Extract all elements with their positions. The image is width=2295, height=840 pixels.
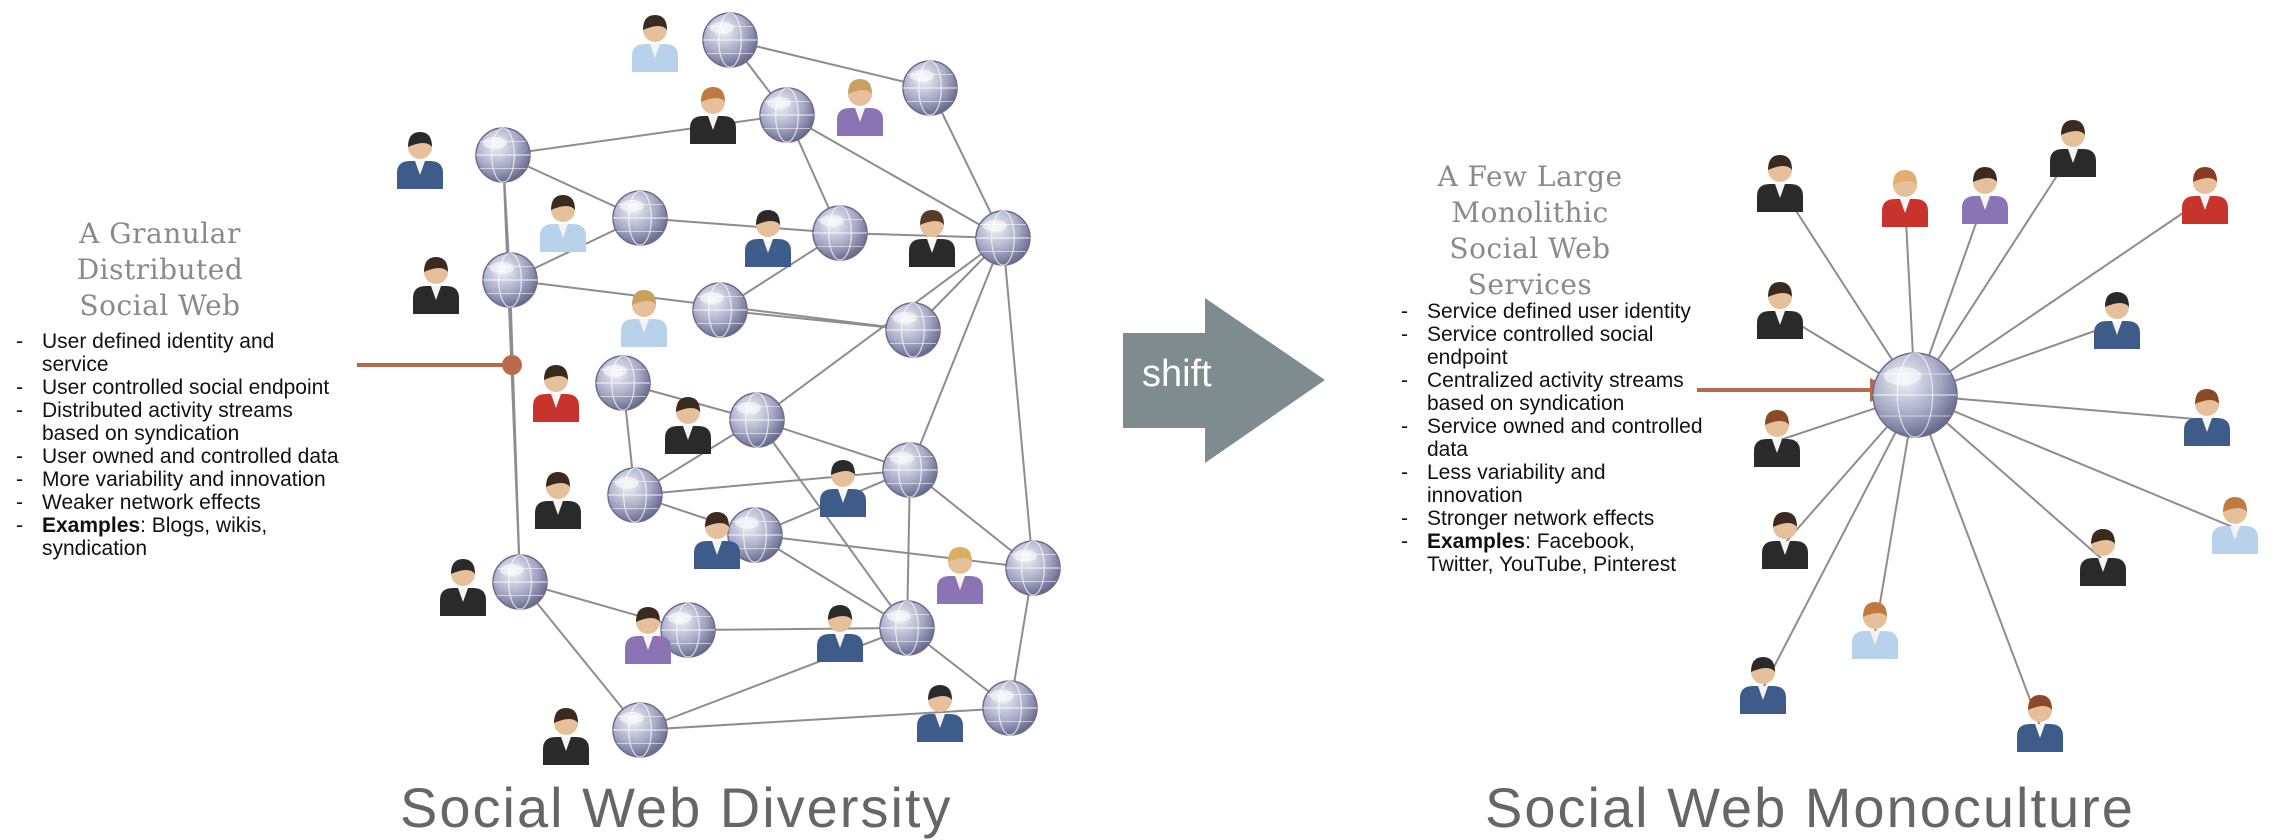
- right-bullet-item: Less variability and innovation: [1395, 461, 1705, 507]
- globe-icon: [902, 60, 958, 116]
- person-icon: [817, 605, 863, 662]
- person-icon: [665, 397, 711, 454]
- globe-icon: [975, 210, 1031, 266]
- person-icon: [937, 547, 983, 604]
- globe-icon: [492, 554, 548, 610]
- right-bullet-item: Service controlled social endpoint: [1395, 323, 1705, 369]
- globe-icon: [882, 442, 938, 498]
- left-heading-line: Distributed: [76, 253, 244, 286]
- left-heading: A Granular Distributed Social Web: [40, 216, 280, 324]
- person-icon: [909, 210, 955, 267]
- network-nodes: [475, 12, 1958, 758]
- globe-icon: [1872, 352, 1958, 438]
- person-icon: [917, 685, 963, 742]
- right-bullet-item: Examples: Facebook, Twitter, YouTube, Pi…: [1395, 530, 1705, 576]
- right-bullet-item: Stronger network effects: [1395, 507, 1705, 530]
- people-icons: [397, 15, 2258, 765]
- person-icon: [2182, 167, 2228, 224]
- globe-icon: [482, 252, 538, 308]
- person-icon: [2080, 529, 2126, 586]
- globe-icon: [612, 702, 668, 758]
- left-heading-line: Social Web: [79, 289, 241, 322]
- globe-icon: [879, 600, 935, 656]
- globe-icon: [885, 302, 941, 358]
- person-icon: [690, 87, 736, 144]
- person-icon: [413, 257, 459, 314]
- shift-label: shift: [1142, 353, 1212, 395]
- person-icon: [533, 365, 579, 422]
- globe-icon: [812, 205, 868, 261]
- person-icon: [1762, 512, 1808, 569]
- person-icon: [1754, 410, 1800, 467]
- person-icon: [632, 15, 678, 72]
- person-icon: [397, 132, 443, 189]
- globe-icon: [982, 680, 1038, 736]
- globe-icon: [702, 12, 758, 68]
- caption-social-web-diversity: Social Web Diversity: [400, 776, 953, 839]
- globe-icon: [475, 127, 531, 183]
- right-heading: A Few Large Monolithic Social Web Servic…: [1385, 159, 1675, 303]
- globe-icon: [607, 467, 663, 523]
- globe-icon: [595, 355, 651, 411]
- person-icon: [694, 512, 740, 569]
- person-icon: [440, 559, 486, 616]
- shift-arrow: [1123, 298, 1325, 463]
- left-bullet-item: User controlled social endpoint: [10, 376, 340, 399]
- globe-icon: [1005, 540, 1061, 596]
- person-icon: [540, 195, 586, 252]
- left-bullet-item: User defined identity and service: [10, 330, 340, 376]
- person-icon: [2184, 389, 2230, 446]
- right-heading-line: A Few Large: [1437, 160, 1623, 193]
- globe-icon: [660, 602, 716, 658]
- person-icon: [1757, 155, 1803, 212]
- globe-icon: [759, 87, 815, 143]
- person-icon: [543, 708, 589, 765]
- right-heading-line: Services: [1467, 268, 1593, 301]
- person-icon: [625, 607, 671, 664]
- network-links: [502, 39, 1034, 731]
- caption-social-web-monoculture: Social Web Monoculture: [1485, 776, 2135, 839]
- left-bullet-item: User owned and controlled data: [10, 445, 340, 468]
- left-bullet-item: More variability and innovation: [10, 468, 340, 491]
- person-icon: [1757, 282, 1803, 339]
- right-bullet-item: Service defined user identity: [1395, 300, 1705, 323]
- globe-icon: [612, 190, 668, 246]
- right-heading-line: Social Web: [1449, 232, 1611, 265]
- person-icon: [1852, 602, 1898, 659]
- person-icon: [820, 460, 866, 517]
- globe-icon: [727, 507, 783, 563]
- person-icon: [621, 290, 667, 347]
- left-bullet-item: Examples: Blogs, wikis, syndication: [10, 514, 340, 560]
- person-icon: [837, 79, 883, 136]
- left-bullet-list: User defined identity and service User c…: [10, 330, 340, 560]
- person-icon: [745, 210, 791, 267]
- right-bullet-item: Service owned and controlled data: [1395, 415, 1705, 461]
- person-icon: [535, 472, 581, 529]
- left-bullet-item: Distributed activity streams based on sy…: [10, 399, 340, 445]
- right-bullet-list: Service defined user identity Service co…: [1395, 300, 1705, 576]
- right-bullet-item: Centralized activity streams based on sy…: [1395, 369, 1705, 415]
- right-heading-line: Monolithic: [1451, 196, 1609, 229]
- person-icon: [2094, 292, 2140, 349]
- globe-icon: [729, 392, 785, 448]
- globe-icon: [692, 282, 748, 338]
- left-heading-line: A Granular: [79, 217, 241, 250]
- person-icon: [2212, 497, 2258, 554]
- person-icon: [1882, 170, 1928, 227]
- left-bullet-item: Weaker network effects: [10, 491, 340, 514]
- person-icon: [2017, 695, 2063, 752]
- person-icon: [1962, 167, 2008, 224]
- person-icon: [2050, 120, 2096, 177]
- hub-spokes: [1762, 150, 2236, 727]
- person-icon: [1740, 657, 1786, 714]
